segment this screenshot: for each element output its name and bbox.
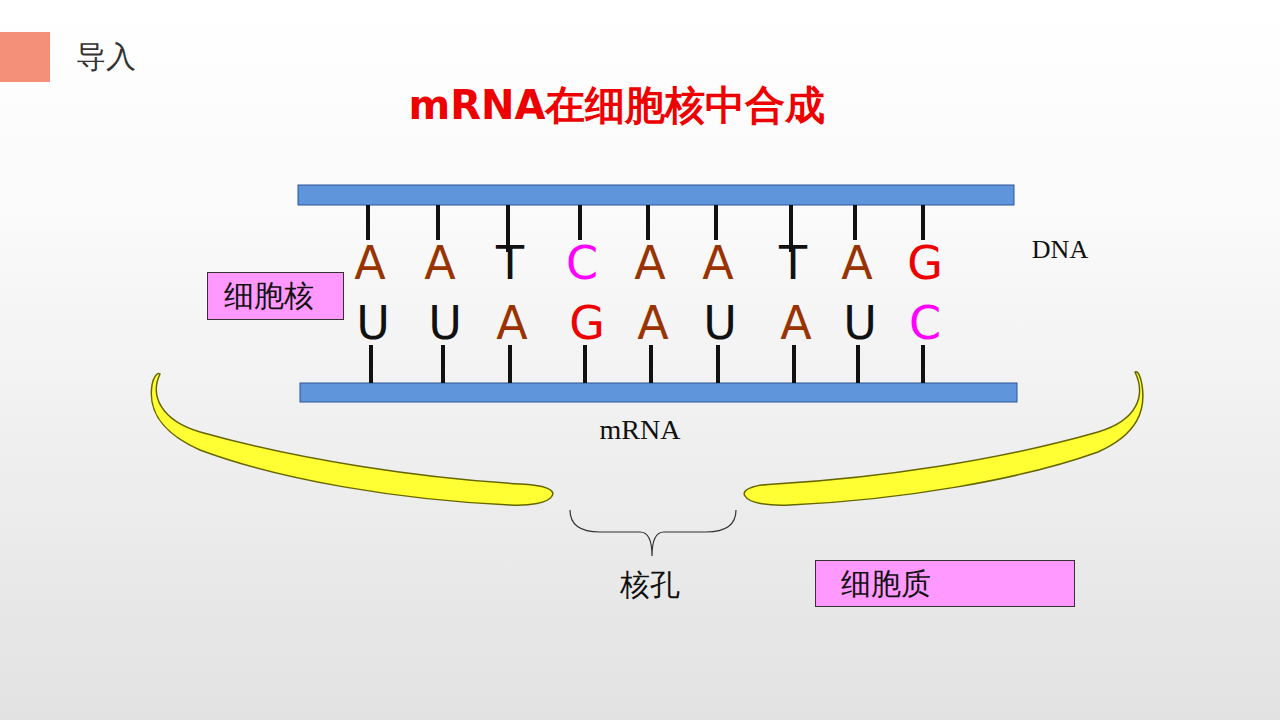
nuclear-membrane bbox=[151, 374, 553, 506]
dna-base: G bbox=[907, 240, 943, 286]
base-tick bbox=[649, 345, 653, 383]
base-tick bbox=[369, 345, 373, 383]
region-name: 细胞核 bbox=[224, 281, 314, 311]
base-tick bbox=[583, 345, 587, 383]
dna-backbone bbox=[298, 185, 1014, 205]
base-tick bbox=[714, 205, 718, 240]
mrna-base: U bbox=[428, 300, 462, 346]
base-tick bbox=[853, 205, 857, 240]
mrna-base: C bbox=[909, 300, 941, 346]
region-name: 细胞质 bbox=[841, 569, 931, 599]
mrna-backbone bbox=[300, 383, 1017, 402]
dna-base: A bbox=[424, 240, 455, 286]
title: mRNA在细胞核中合成 bbox=[409, 85, 826, 125]
mrna-base: U bbox=[356, 300, 390, 346]
base-tick bbox=[578, 205, 582, 240]
base-tick bbox=[921, 345, 925, 383]
base-tick bbox=[856, 345, 860, 383]
pore-label: 核孔 bbox=[620, 570, 680, 600]
base-tick bbox=[366, 205, 370, 240]
base-tick bbox=[716, 345, 720, 383]
section-header: 导入 bbox=[76, 42, 136, 72]
mrna-base: A bbox=[496, 300, 527, 346]
base-tick bbox=[921, 205, 925, 240]
base-tick bbox=[792, 345, 796, 383]
dna-base: C bbox=[566, 240, 598, 286]
mrna-base: A bbox=[780, 300, 811, 346]
mrna-base: A bbox=[637, 300, 668, 346]
dna-base: A bbox=[634, 240, 665, 286]
mrna-base: G bbox=[569, 300, 605, 346]
mrna-base: U bbox=[703, 300, 737, 346]
mrna-base: U bbox=[843, 300, 877, 346]
dna-base: A bbox=[841, 240, 872, 286]
dna-base: T bbox=[496, 240, 524, 286]
pore-brace bbox=[570, 510, 736, 556]
base-ticks bbox=[368, 205, 923, 383]
nuclear-membrane bbox=[744, 372, 1143, 505]
region-box: 细胞核 bbox=[207, 272, 344, 320]
base-tick bbox=[646, 205, 650, 240]
base-tick bbox=[441, 345, 445, 383]
dna-base: T bbox=[779, 240, 807, 286]
header-square bbox=[0, 32, 50, 82]
region-box: 细胞质 bbox=[815, 560, 1075, 607]
dna-base: A bbox=[702, 240, 733, 286]
strand-label: DNA bbox=[1032, 237, 1088, 263]
base-tick bbox=[436, 205, 440, 240]
base-tick bbox=[508, 345, 512, 383]
dna-base: A bbox=[354, 240, 385, 286]
strand-label: mRNA bbox=[600, 416, 681, 444]
